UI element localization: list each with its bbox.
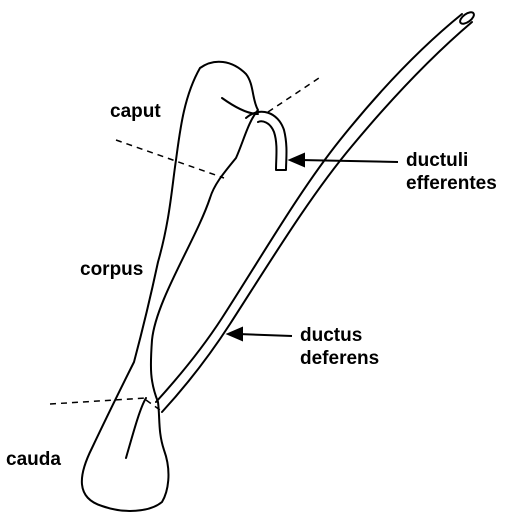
epididymis-outline <box>82 62 258 511</box>
caput-corpus-dash <box>116 140 224 178</box>
ductus-arrow-shaft <box>238 334 292 336</box>
caput-inner-curve <box>222 98 258 114</box>
label-caput: caput <box>110 101 161 123</box>
corpus-cauda-dash <box>50 398 146 404</box>
ductuli-arrow-head <box>290 154 304 166</box>
corpus-inner-line <box>126 398 146 458</box>
label-ductuli-line2: efferentes <box>406 173 497 195</box>
label-ductuli-line1: ductuli <box>406 150 468 172</box>
label-cauda: cauda <box>6 449 61 471</box>
ductuli-arrow-shaft <box>300 160 398 162</box>
label-ductus-line1: ductus <box>300 325 362 347</box>
label-corpus: corpus <box>80 259 143 281</box>
caput-boundary-dash <box>268 76 322 112</box>
ductus-arrow-head <box>228 328 242 340</box>
label-ductus-line2: deferens <box>300 348 379 370</box>
ductus-deferens-end <box>458 10 476 26</box>
